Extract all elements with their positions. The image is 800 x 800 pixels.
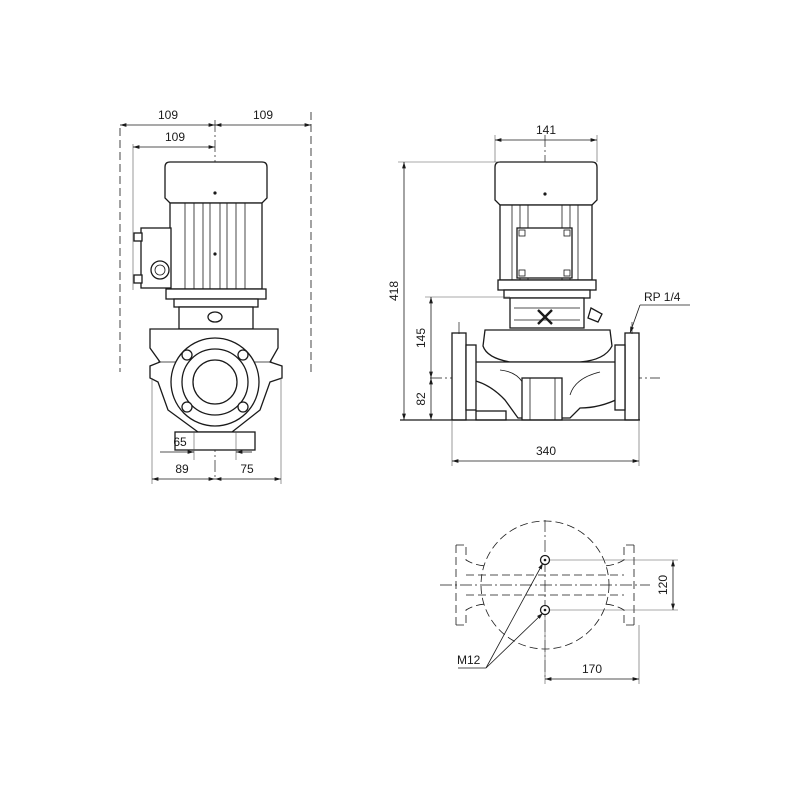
dim-side-body-height: 145 [414,328,428,348]
label-base-bolt-thread: M12 [457,653,481,667]
dim-side-motor-width: 141 [536,123,556,137]
front-view [119,112,312,480]
side-motor [494,161,598,299]
dim-front-width-left: 109 [158,108,178,122]
dim-front-terminal-box: 109 [165,130,185,144]
dim-side-port-span: 340 [536,444,556,458]
side-view [400,135,660,421]
dim-front-base-left: 89 [175,462,189,476]
base-dimensions [458,559,678,684]
label-vent-thread: RP 1/4 [644,290,681,304]
dim-front-base-right: 75 [240,462,254,476]
side-pump-housing [451,329,640,421]
dim-front-width-right: 109 [253,108,273,122]
front-terminal-box [133,227,172,289]
dim-front-port-left: 65 [173,435,187,449]
dim-side-axis-height: 82 [414,392,428,406]
front-motor [164,161,268,308]
dim-base-bolt-offset: 170 [582,662,602,676]
dim-side-total-height: 418 [387,281,401,301]
side-dimensions [398,135,690,466]
front-dimensions [120,123,311,484]
dim-base-bolt-spacing: 120 [656,575,670,595]
front-pump-housing [149,328,283,451]
